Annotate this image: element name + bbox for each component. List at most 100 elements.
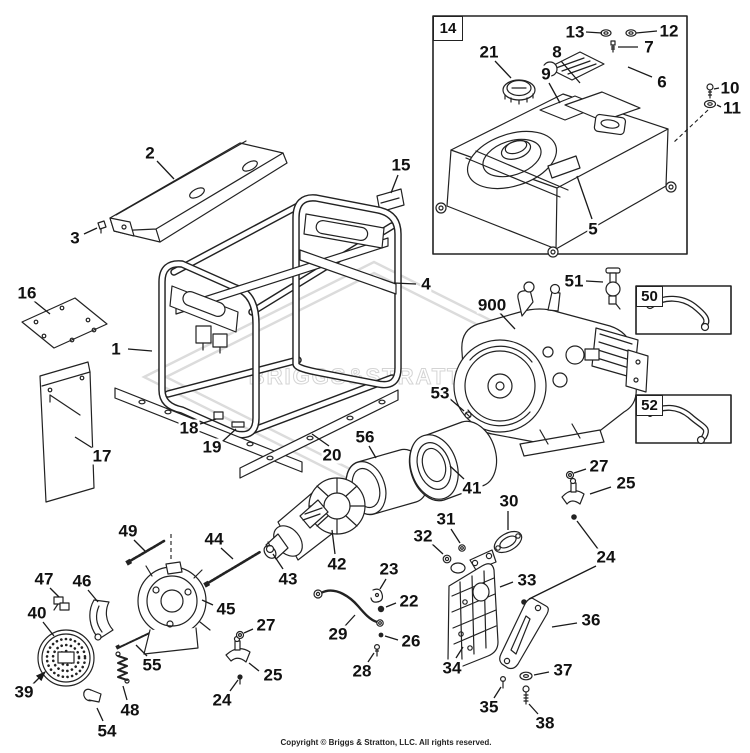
callout-3: 3 xyxy=(69,228,81,248)
brush-46 xyxy=(89,599,114,641)
bolt-38 xyxy=(522,685,530,705)
callout-20: 20 xyxy=(321,445,343,465)
callout-48: 48 xyxy=(119,700,141,720)
screw-26 xyxy=(378,632,384,638)
copyright-text: Copyright © Briggs & Stratton, LLC. All … xyxy=(280,738,492,747)
clamp-25-right xyxy=(561,477,585,505)
fuel-valve-51 xyxy=(605,267,621,310)
callout-17: 17 xyxy=(91,446,113,466)
frame-drawing xyxy=(114,198,398,479)
callout-6: 6 xyxy=(656,72,668,92)
callout-56: 56 xyxy=(354,427,376,447)
engine-drawing xyxy=(453,281,649,457)
callout-8: 8 xyxy=(551,42,563,62)
callout-46: 46 xyxy=(71,571,93,591)
screw-28 xyxy=(374,643,381,657)
callout-2: 2 xyxy=(144,143,156,163)
inset-label-14: 14 xyxy=(433,16,463,41)
callout-27-2: 27 xyxy=(588,456,610,476)
callout-36: 36 xyxy=(580,610,602,630)
inset-label-52: 52 xyxy=(636,395,663,416)
bracket-36 xyxy=(499,597,549,670)
callout-42: 42 xyxy=(326,554,348,574)
callout-15: 15 xyxy=(390,155,412,175)
callout-26: 26 xyxy=(400,631,422,651)
mount-plate-16 xyxy=(21,297,108,349)
callout-19: 19 xyxy=(201,437,223,457)
gasket-30 xyxy=(493,530,523,554)
callout-40: 40 xyxy=(26,603,48,623)
callout-55: 55 xyxy=(141,655,163,675)
callout-37: 37 xyxy=(552,660,574,680)
callout-11: 11 xyxy=(722,98,742,118)
callout-33: 33 xyxy=(516,570,538,590)
screw-35 xyxy=(500,675,507,689)
callout-45: 45 xyxy=(215,599,237,619)
callout-23: 23 xyxy=(378,559,400,579)
screw-24-left xyxy=(237,674,243,685)
callout-31: 31 xyxy=(435,509,457,529)
end-cap-40 xyxy=(37,629,95,687)
callout-25-2: 25 xyxy=(615,473,637,493)
callout-32: 32 xyxy=(412,526,434,546)
callout-12: 12 xyxy=(658,21,680,41)
nut-22 xyxy=(377,605,385,613)
washer-37 xyxy=(519,671,533,681)
leader-lines xyxy=(30,30,722,722)
callout-10: 10 xyxy=(719,78,741,98)
clamp-25-left xyxy=(225,635,251,663)
muffler-drawing xyxy=(447,549,499,669)
grommet-13 xyxy=(600,29,612,37)
callout-39: 39 xyxy=(13,682,35,702)
callout-25: 25 xyxy=(262,665,284,685)
callout-34: 34 xyxy=(441,658,463,678)
cover-panel-drawing xyxy=(109,140,288,243)
callout-22: 22 xyxy=(398,591,420,611)
callout-900: 900 xyxy=(476,295,508,315)
callout-24-2: 24 xyxy=(595,547,617,567)
nut-31 xyxy=(458,544,466,552)
callout-53: 53 xyxy=(429,383,451,403)
rotor-42 xyxy=(263,477,366,561)
callout-27: 27 xyxy=(255,615,277,635)
callout-4: 4 xyxy=(420,274,432,294)
callout-44: 44 xyxy=(203,529,225,549)
callout-38: 38 xyxy=(534,713,556,733)
callout-47: 47 xyxy=(33,569,55,589)
callout-13: 13 xyxy=(564,22,586,42)
grommet-12 xyxy=(625,29,637,37)
end-bracket-45 xyxy=(137,561,211,655)
callout-7: 7 xyxy=(643,37,655,57)
callout-21: 21 xyxy=(478,42,500,62)
screw-3 xyxy=(97,220,107,234)
wire-29 xyxy=(313,589,384,627)
callout-43: 43 xyxy=(277,569,299,589)
nut-27-left xyxy=(235,630,245,640)
fuel-tank-inset-box xyxy=(432,15,688,255)
callout-28: 28 xyxy=(351,661,373,681)
callout-9: 9 xyxy=(540,64,552,84)
terminal-47 xyxy=(53,596,70,611)
plug-54 xyxy=(83,688,102,703)
nut-32 xyxy=(442,554,452,564)
nut-24-upper xyxy=(571,514,577,520)
callout-24: 24 xyxy=(211,690,233,710)
inset-label-50: 50 xyxy=(636,286,663,307)
bolt-49 xyxy=(125,539,166,566)
brush-spring-48 xyxy=(115,651,130,684)
screw-10-washer-11 xyxy=(703,83,717,109)
side-panel-17 xyxy=(39,361,95,503)
fuel-tank-drawing xyxy=(435,91,677,258)
bolt-44 xyxy=(203,550,262,588)
bolt-43 xyxy=(265,541,275,554)
clip-23 xyxy=(370,588,384,603)
callout-29: 29 xyxy=(327,624,349,644)
callout-54: 54 xyxy=(96,721,118,741)
callout-41: 41 xyxy=(461,478,483,498)
callout-16: 16 xyxy=(16,283,38,303)
callout-35: 35 xyxy=(478,697,500,717)
screw-7 xyxy=(610,40,616,53)
screw-53 xyxy=(464,411,472,419)
